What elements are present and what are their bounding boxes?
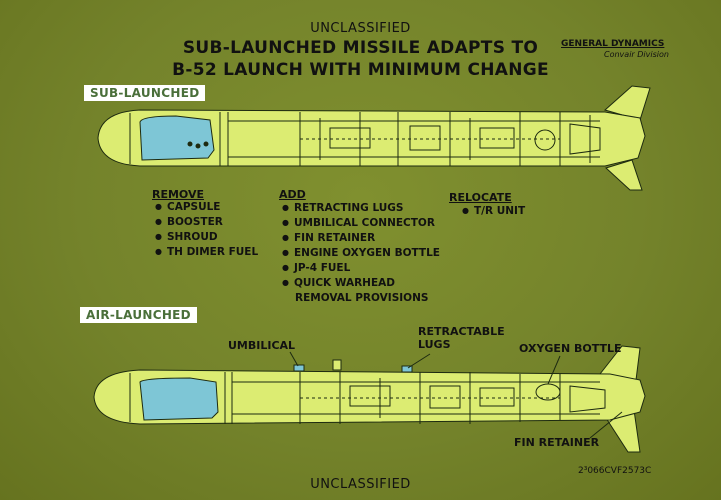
umbilical-leader — [289, 351, 299, 367]
fin-retainer-leader — [589, 411, 623, 439]
callout-fin-retainer: FIN RETAINER — [514, 436, 600, 449]
air-warhead — [139, 377, 219, 421]
title-line-1: SUB-LAUNCHED MISSILE ADAPTS TO — [182, 38, 539, 58]
add-heading: ADD — [279, 188, 306, 201]
list-item: T/R UNIT — [462, 204, 525, 219]
list-item: FIN RETAINER — [282, 231, 440, 246]
sub-tail-fin-lower — [605, 159, 643, 191]
relocate-list: T/R UNIT — [462, 204, 525, 219]
list-item: QUICK WARHEAD — [282, 276, 440, 291]
lugs-leader — [407, 353, 431, 369]
list-item: JP-4 FUEL — [282, 261, 440, 276]
relocate-heading: RELOCATE — [449, 191, 512, 204]
title-line-2: B-52 LAUNCH WITH MINIMUM CHANGE — [172, 60, 549, 80]
sub-launched-label: SUB-LAUNCHED — [84, 85, 206, 101]
sub-launched-missile — [97, 85, 651, 191]
callout-umbilical: UMBILICAL — [228, 339, 296, 352]
callout-lugs: LUGS — [418, 338, 451, 351]
sub-missile-body — [97, 109, 646, 167]
retractable-lug-1 — [332, 359, 342, 371]
remove-list: CAPSULE BOOSTER SHROUD TH DIMER FUEL — [155, 200, 258, 260]
list-item: UMBILICAL CONNECTOR — [282, 216, 440, 231]
drawing-code: 2³066CVF2573C — [578, 466, 652, 476]
list-item: RETRACTING LUGS — [282, 201, 440, 216]
list-item: BOOSTER — [155, 215, 258, 230]
list-item: TH DIMER FUEL — [155, 245, 258, 260]
air-launched-missile — [93, 345, 646, 453]
list-item: REMOVAL PROVISIONS — [295, 292, 429, 304]
remove-heading: REMOVE — [152, 188, 205, 201]
add-list: RETRACTING LUGS UMBILICAL CONNECTOR FIN … — [282, 201, 440, 306]
umbilical-connector — [293, 364, 305, 372]
company-division: Convair Division — [604, 50, 669, 59]
sub-warhead — [139, 115, 215, 161]
callout-retractable: RETRACTABLE — [418, 325, 505, 338]
air-launched-label: AIR-LAUNCHED — [80, 307, 197, 323]
classification-top: UNCLASSIFIED — [310, 21, 411, 36]
company-name: GENERAL DYNAMICS — [561, 39, 665, 49]
oxygen-bottle-leader — [547, 355, 561, 385]
callout-oxygen-bottle: OXYGEN BOTTLE — [519, 342, 622, 355]
list-item: ENGINE OXYGEN BOTTLE — [282, 246, 440, 261]
retractable-lug-2 — [401, 365, 413, 373]
list-item: SHROUD — [155, 230, 258, 245]
list-item: CAPSULE — [155, 200, 258, 215]
classification-bottom: UNCLASSIFIED — [310, 477, 411, 492]
